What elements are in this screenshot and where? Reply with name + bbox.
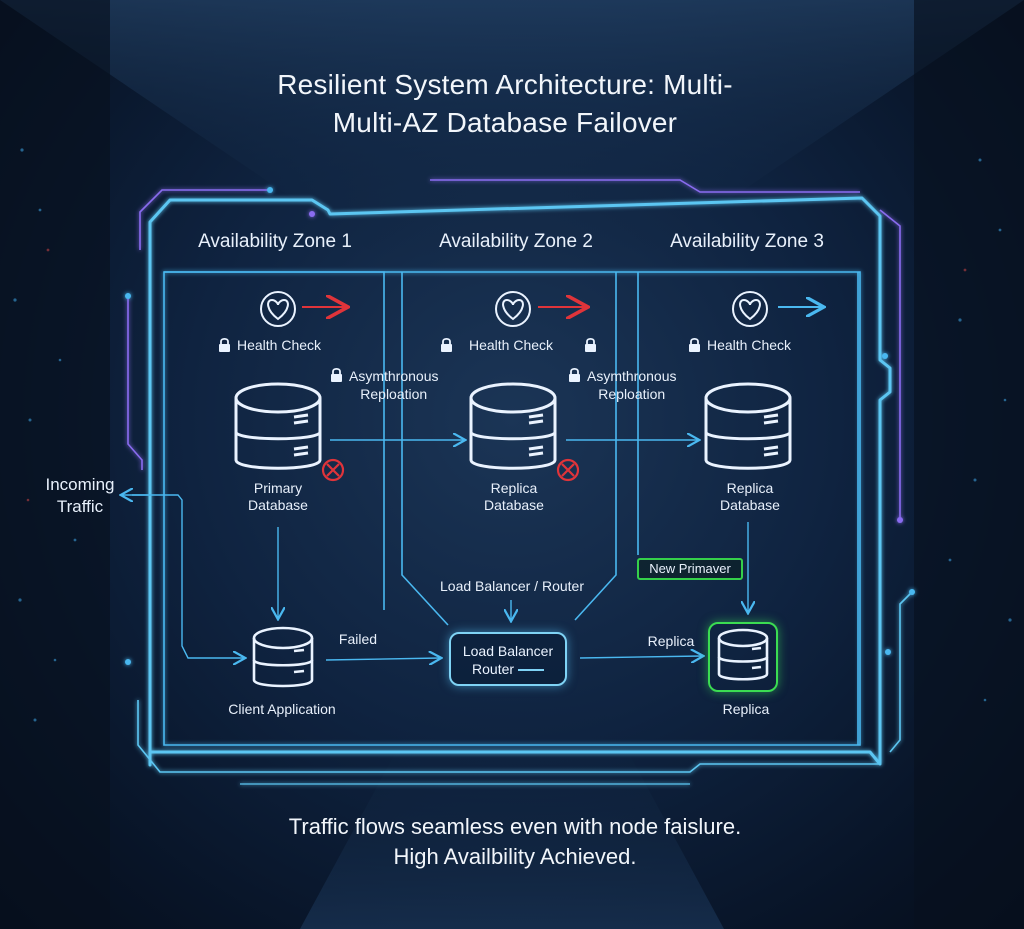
health-check-zone-2: Health Check [440,337,553,353]
db-label-line-1: Primary [253,480,303,496]
new-primary-badge: New Primaver [637,558,743,580]
database-icon [234,382,792,470]
health-check-zone-3: Health Check [688,337,791,353]
frame-circuit-top2 [430,179,860,193]
replication-label-1-line-2: Reploation [360,386,428,402]
title-line-1: Resilient System Architecture: Multi- [277,69,733,100]
zone-1-box [164,271,385,610]
lb-box-line-1: Load Balancer [462,643,554,659]
frame-circuit-top [139,189,270,250]
replica-node-label: Replica [722,701,770,717]
frame-circuit-left [127,298,143,470]
incoming-traffic-line-1: Incoming [45,475,115,494]
lock-icon [331,367,342,382]
health-check-label: Health Check [237,337,322,353]
replica-database-3-label: Replica Database [700,480,800,514]
lb-box-dash [517,669,544,672]
replica-node-database-icon [717,628,769,681]
zone-3-title: Availability Zone 3 [670,231,824,252]
lock-zone-2-right [584,337,597,353]
footer-line-1: Traffic flows seamless even with node fa… [288,814,742,839]
replication-label-2-line-1: Asymthronous [587,368,677,384]
lb-box-line-2: Router [451,660,565,678]
replication-label-2-line-2: Reploation [598,386,666,402]
health-check-zone-1: Health Check [218,337,321,353]
health-check-label: Health Check [707,337,792,353]
incoming-traffic-label: Incoming Traffic [30,474,130,518]
outer-frame [148,196,892,767]
load-balancer-router-label: Load Balancer / Router [440,578,584,594]
title-line-2: Multi-AZ Database Failover [332,107,678,138]
load-balancer-router-node: Load Balancer Router [449,632,567,686]
client-to-lb-arrow [325,658,440,660]
zone-2-title: Availability Zone 2 [439,231,593,252]
frame-circuit-right [879,209,901,520]
zone-3-box [637,272,859,745]
lock-icon [689,337,700,352]
failed-label: Failed [338,631,378,647]
health-check-label: Health Check [469,337,554,353]
footer-line-2: High Availbility Achieved. [393,844,637,869]
zone-2-box [401,272,617,626]
replica-database-2-label: Replica Database [464,480,564,514]
heart-monitor-icon [260,291,768,327]
replication-label-1-line-1: Asymthronous [349,368,439,384]
lb-to-replica-arrow [579,656,702,658]
db-label-line-2: Database [248,497,308,513]
incoming-traffic-arrow [132,494,244,658]
frame-circuit-right2 [889,591,913,753]
client-application-label: Client Application [228,701,336,717]
inner-frame [163,271,861,746]
replica-link-label: Replica [647,633,695,649]
client-database-icon [252,626,314,688]
db-label-line-1: Replica [490,480,538,496]
lock-icon [441,337,452,352]
lock-icon [569,367,580,382]
db-label-line-1: Replica [726,480,774,496]
incoming-traffic-line-2: Traffic [56,497,104,516]
zone-1-title: Availability Zone 1 [198,231,352,252]
lock-icon [219,337,230,352]
frame-circuit-bottom [137,700,880,773]
replication-label-1: Asymthronous Reploation [330,367,438,403]
db-label-line-2: Database [720,497,780,513]
db-label-line-2: Database [484,497,544,513]
lb-box-router-text: Router [472,661,515,677]
lock-icon [585,337,596,352]
x-circle-icon [321,458,580,482]
replica-node-box [708,622,778,692]
diagram-title: Resilient System Architecture: Multi- Mu… [0,66,1010,142]
primary-database-label: Primary Database [228,480,328,514]
replication-label-2: Asymthronous Reploation [568,367,676,403]
footer-caption: Traffic flows seamless even with node fa… [0,812,1024,872]
